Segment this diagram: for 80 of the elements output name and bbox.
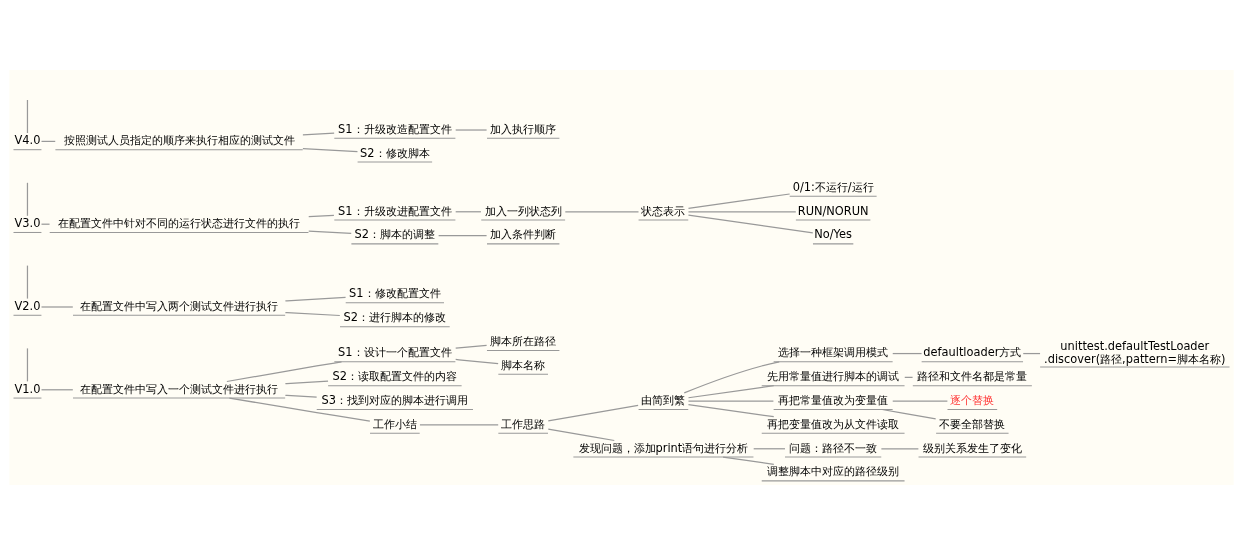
node-text: S2：读取配置文件的内容 <box>332 368 458 383</box>
connector <box>455 210 482 212</box>
node-text: S2：进行脚本的修改 <box>343 309 447 324</box>
connector <box>26 264 29 299</box>
connector <box>284 380 329 384</box>
node-text: 再把变量值改为从文件读取 <box>767 416 900 431</box>
connector <box>753 447 786 449</box>
node-text: 加入执行顺序 <box>490 121 557 136</box>
connector <box>26 98 29 134</box>
connector <box>687 210 797 212</box>
node-text: 脚本名称 <box>501 357 546 372</box>
connector <box>687 384 775 398</box>
connector <box>26 347 29 382</box>
connector <box>687 214 814 233</box>
node-text: S2：修改脚本 <box>360 145 430 160</box>
connector <box>40 388 74 390</box>
connector <box>302 132 335 135</box>
node-text: 由简到繁 <box>641 392 686 407</box>
node-text: 按照测试人员指定的顺序来执行相应的测试文件 <box>63 132 295 147</box>
connector <box>228 396 371 422</box>
node-text: No/Yes <box>814 226 852 241</box>
node-text: 调整脚本中对应的路径级别 <box>767 463 900 478</box>
connector <box>308 229 352 234</box>
node-text: 逐个替换 <box>950 392 995 407</box>
node-text: S2：脚本的调整 <box>354 226 436 241</box>
connector <box>547 428 615 441</box>
connector <box>438 234 488 236</box>
node-text: unittest.defaultTestLoader.discover(路径,pattern=脚本名称) <box>1044 338 1226 366</box>
node-text: 选择一种框架调用模式 <box>778 344 889 359</box>
node-text: S3：找到对应的脚本进行调用 <box>321 392 469 407</box>
connector <box>308 214 335 217</box>
node-text: 问题：路径不一致 <box>789 440 878 455</box>
connector <box>26 181 29 216</box>
connector <box>880 447 919 449</box>
connector <box>284 311 341 316</box>
node-text: 发现问题，添加print语句进行分析 <box>578 440 749 455</box>
connector <box>455 344 488 349</box>
connector <box>455 358 499 364</box>
node-text: S1：升级改造配置文件 <box>338 121 452 136</box>
node-text: 级别关系发生了变化 <box>922 440 1022 455</box>
node-text: 状态表示 <box>641 203 686 218</box>
node-text: defaultloader方式 <box>923 344 1022 359</box>
connector <box>40 305 74 308</box>
node-text: RUN/NORUN <box>797 203 869 218</box>
connector <box>687 403 775 417</box>
connector <box>687 400 774 402</box>
node-text: 不要全部替换 <box>939 416 1006 431</box>
node-text: 加入一列状态列 <box>484 203 562 218</box>
connector <box>455 128 488 131</box>
connector <box>892 400 948 402</box>
node-text: 路径和文件名都是常量 <box>917 368 1028 383</box>
node-text: 0/1:不运行/运行 <box>792 179 874 194</box>
connector <box>284 394 318 398</box>
connector <box>722 456 775 465</box>
connector <box>892 352 923 354</box>
node-text: V4.0 <box>14 132 41 147</box>
node-text: 再把常量值改为变量值 <box>778 392 889 407</box>
connector <box>687 192 791 209</box>
node-text: V1.0 <box>14 381 41 396</box>
node-text: S1：设计一个配置文件 <box>338 344 452 359</box>
node-text: 在配置文件中写入一个测试文件进行执行 <box>80 381 279 396</box>
node-text: V3.0 <box>14 215 41 230</box>
connector <box>302 147 359 152</box>
connector <box>547 404 639 421</box>
node-text: 工作思路 <box>501 416 546 431</box>
node-text: S1：修改配置文件 <box>349 285 441 300</box>
node-text: 在配置文件中针对不同的运行状态进行文件的执行 <box>58 215 301 230</box>
connector <box>419 423 499 426</box>
node-text: 在配置文件中写入两个测试文件进行执行 <box>80 298 279 313</box>
node-text: 工作小结 <box>372 416 417 431</box>
connector <box>683 360 780 393</box>
node-text: 脚本所在路径 <box>490 333 557 348</box>
node-text: 先用常量值进行脚本的调试 <box>767 368 900 383</box>
node-text: 加入条件判断 <box>490 226 557 241</box>
connector <box>564 210 640 212</box>
connector <box>284 296 347 301</box>
connector <box>881 408 937 419</box>
node-text: S1：升级改进配置文件 <box>338 203 452 218</box>
connector <box>226 360 343 382</box>
node-text: V2.0 <box>14 298 41 313</box>
